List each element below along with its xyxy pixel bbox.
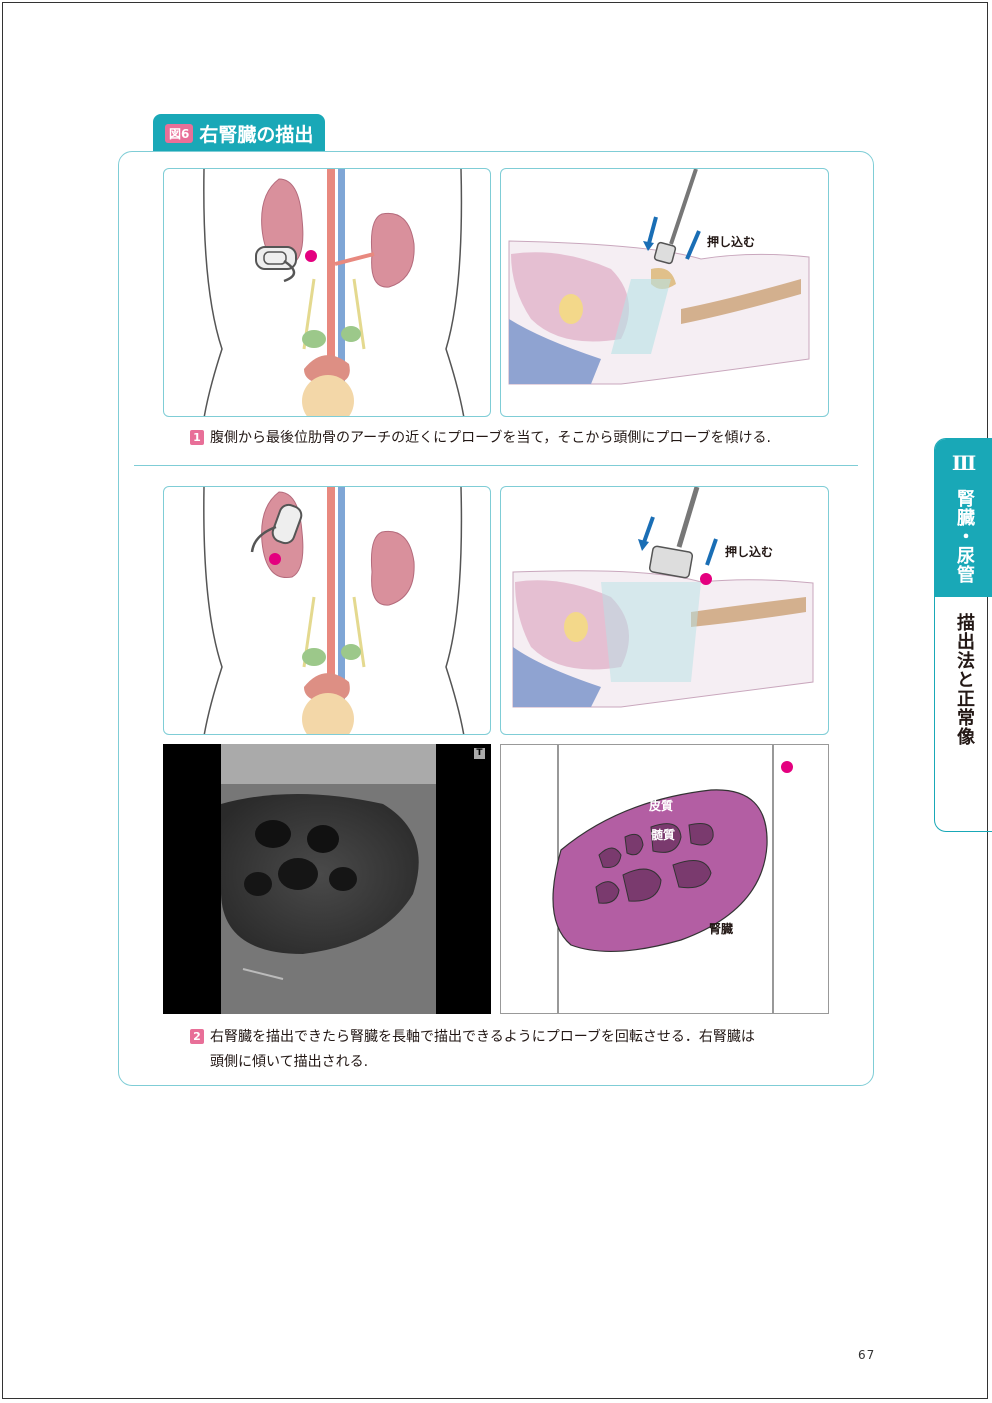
caption-2-number: 2 — [190, 1029, 204, 1044]
figure-title-tab: 図6 右腎臓の描出 — [153, 114, 326, 152]
caption-2: 2 右腎臓を描出できたら腎臓を長軸で描出できるようにプローブを回転させる．右腎臓は… — [190, 1025, 755, 1075]
figure-frame — [118, 151, 874, 1086]
caption-2-line-2: 頭側に傾いて描出される. — [210, 1054, 369, 1070]
caption-2-line-1: 右腎臓を描出できたら腎臓を長軸で描出できるようにプローブを回転させる．右腎臓は — [210, 1029, 755, 1045]
transducer-marker: T — [474, 748, 485, 759]
page-number: 67 — [858, 1348, 876, 1362]
push-label-1: 押し込む — [707, 235, 756, 249]
body-illustration-2 — [163, 486, 491, 735]
figure-number: 図6 — [165, 123, 194, 143]
chapter-tab-header: Ⅲ 腎臓・尿管 — [935, 439, 992, 597]
cross-section-illustration-1: 押し込む — [500, 168, 829, 417]
caption-1: 1 腹側から最後位肋骨のアーチの近くにプローブを当て，そこから頭側にプローブを傾け… — [190, 426, 771, 451]
caption-1-text: 腹側から最後位肋骨のアーチの近くにプローブを当て，そこから頭側にプローブを傾ける… — [210, 430, 771, 446]
chapter-title: 腎臓・尿管 — [954, 488, 975, 584]
kidney-schematic: 皮質 髄質 腎臓 — [500, 744, 829, 1014]
chapter-roman-numeral: Ⅲ — [951, 451, 977, 475]
medulla-label: 髄質 — [651, 828, 676, 842]
body-illustration-1 — [163, 168, 491, 417]
kidney-label: 腎臓 — [709, 922, 734, 936]
ultrasound-image: T — [163, 744, 491, 1014]
cortex-label: 皮質 — [649, 799, 674, 813]
cross-section-illustration-2: 押し込む — [500, 486, 829, 735]
figure-title: 右腎臓の描出 — [199, 123, 314, 146]
push-label-2: 押し込む — [725, 545, 774, 559]
caption-1-number: 1 — [190, 430, 204, 445]
chapter-side-tab: Ⅲ 腎臓・尿管 描出法と正常像 — [934, 438, 992, 832]
section-title: 描出法と正常像 — [954, 612, 975, 746]
section-divider — [134, 465, 858, 466]
